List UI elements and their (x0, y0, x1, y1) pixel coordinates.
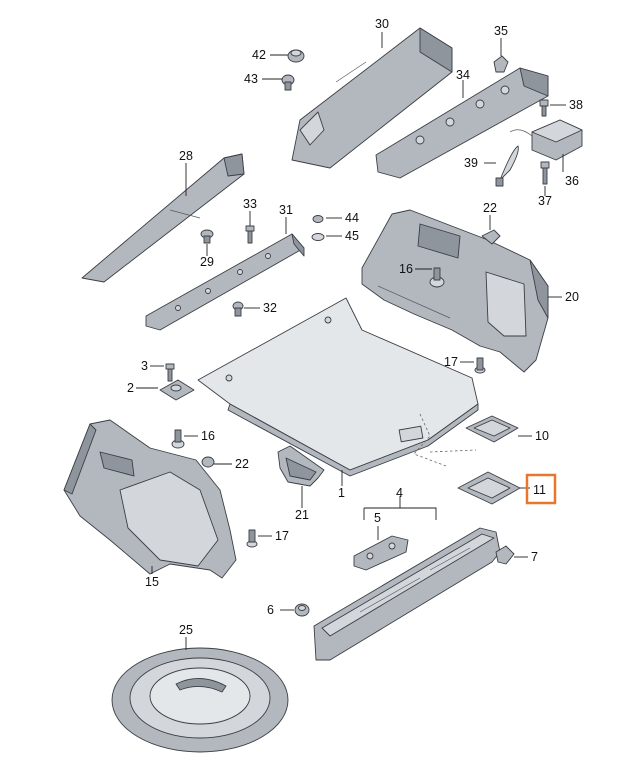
label-30[interactable]: 30 (375, 17, 389, 31)
part-17-clip-upper (474, 357, 486, 374)
label-36[interactable]: 36 (565, 174, 579, 188)
label-39[interactable]: 39 (464, 156, 478, 170)
part-29-clip (200, 229, 214, 244)
label-20[interactable]: 20 (565, 290, 579, 304)
part-32-clip (232, 301, 244, 317)
label-6[interactable]: 6 (267, 603, 274, 617)
label-42[interactable]: 42 (252, 48, 266, 62)
label-29[interactable]: 29 (200, 255, 214, 269)
leader-lines (136, 32, 566, 650)
label-16-lower[interactable]: 16 (201, 429, 215, 443)
label-31[interactable]: 31 (279, 203, 293, 217)
part-5-latch (353, 535, 409, 571)
guide-dashes-1 (413, 413, 447, 467)
label-4[interactable]: 4 (396, 486, 403, 500)
part-34-rail (375, 67, 549, 179)
label-17-lower[interactable]: 17 (275, 529, 289, 543)
part-17-clip-lower (246, 529, 258, 548)
part-33-screw (245, 225, 255, 244)
label-35[interactable]: 35 (494, 24, 508, 38)
label-17-upper[interactable]: 17 (444, 355, 458, 369)
label-32[interactable]: 32 (263, 301, 277, 315)
part-37-screw (540, 161, 550, 185)
label-5[interactable]: 5 (374, 511, 381, 525)
part-15-side-trim (63, 419, 237, 579)
label-2[interactable]: 2 (127, 381, 134, 395)
part-16-clip-upper (429, 267, 445, 288)
part-31-strip (145, 233, 305, 331)
part-42-grommet (287, 49, 305, 63)
part-11-cover (457, 471, 521, 505)
part-22-clip-upper (481, 229, 501, 245)
label-33[interactable]: 33 (243, 197, 257, 211)
label-11[interactable]: 11 (533, 483, 546, 497)
part-3-screw (165, 363, 175, 382)
label-38[interactable]: 38 (569, 98, 583, 112)
part-22-clip-lower (201, 456, 215, 468)
part-39-strap (495, 145, 519, 187)
label-37[interactable]: 37 (538, 194, 552, 208)
label-1[interactable]: 1 (338, 486, 345, 500)
part-36-module (509, 119, 583, 161)
label-44[interactable]: 44 (345, 211, 359, 225)
part-28-panel (81, 153, 245, 283)
label-43[interactable]: 43 (244, 72, 258, 86)
label-10[interactable]: 10 (535, 429, 549, 443)
label-15[interactable]: 15 (145, 575, 159, 589)
label-22-lower[interactable]: 22 (235, 457, 249, 471)
part-6-nut (294, 603, 310, 617)
part-45-washer (311, 233, 325, 241)
label-21[interactable]: 21 (295, 508, 309, 522)
label-3[interactable]: 3 (141, 359, 148, 373)
part-10-cover (465, 415, 519, 443)
part-38-screw (539, 99, 549, 117)
label-22-upper[interactable]: 22 (483, 201, 497, 215)
part-35-clip (493, 55, 509, 73)
part-43-clip (281, 74, 295, 91)
label-7[interactable]: 7 (531, 550, 538, 564)
part-16-clip-lower (171, 429, 185, 449)
label-34[interactable]: 34 (456, 68, 470, 82)
part-25-well-liner (111, 647, 289, 753)
highlight-box-11[interactable] (525, 473, 557, 505)
label-25[interactable]: 25 (179, 623, 193, 637)
label-28[interactable]: 28 (179, 149, 193, 163)
part-1-floor-mat (197, 297, 479, 477)
label-16-upper[interactable]: 16 (399, 262, 413, 276)
part-4-sill-trim (313, 527, 501, 661)
guide-dashes-2 (429, 449, 477, 453)
part-20-side-trim (361, 209, 549, 373)
part-30-panel (291, 27, 453, 169)
part-labels: 30 35 42 43 34 38 28 39 36 37 33 31 44 4… (127, 17, 583, 637)
part-2-bracket (159, 379, 195, 401)
part-21-box (277, 445, 325, 487)
part-44-nut (312, 215, 324, 223)
label-45[interactable]: 45 (345, 229, 359, 243)
part-7-clip (495, 545, 515, 565)
